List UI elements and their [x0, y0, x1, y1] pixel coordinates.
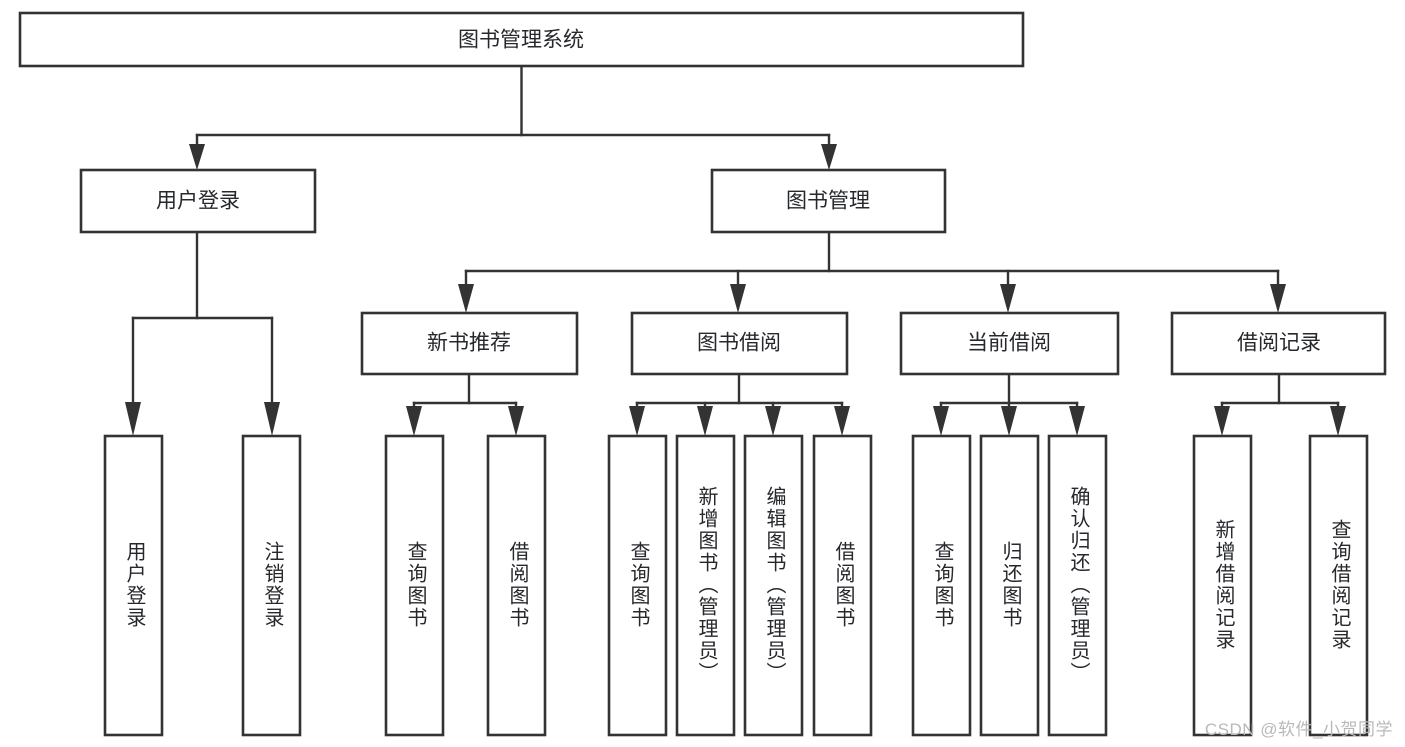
node-leaf-return-book[interactable]: 归还图书: [979, 434, 1040, 737]
node-current-borrow-label: 当前借阅: [967, 332, 1051, 355]
node-leaf-query-book-2-label: 查询图书: [627, 541, 650, 629]
node-leaf-borrow-book-2-label: 借阅图书: [832, 541, 855, 629]
node-leaf-add-book[interactable]: 新增图书（管理员）: [675, 434, 736, 737]
node-leaf-add-book-label: 新增图书（管理员）: [695, 486, 718, 684]
node-root-box[interactable]: [18, 11, 1025, 68]
node-book-borrow-box[interactable]: [630, 311, 849, 376]
arrow-current-borrow: [1000, 284, 1016, 313]
node-leaf-query-book-3[interactable]: 查询图书: [911, 434, 972, 737]
node-leaf-user-login-label: 用户登录: [123, 541, 146, 629]
arrow-leaf-confirm-return: [1069, 406, 1085, 436]
node-leaf-confirm-return-box[interactable]: [1047, 434, 1108, 737]
arrow-leaf-query-book-2: [629, 406, 645, 436]
node-leaf-query-record-label: 查询借阅记录: [1328, 519, 1351, 651]
arrow-user-login: [189, 144, 205, 170]
arrow-leaf-query-book-3: [933, 406, 949, 436]
node-leaf-edit-book[interactable]: 编辑图书（管理员）: [743, 434, 804, 737]
arrow-leaf-borrow-book-2: [834, 406, 850, 436]
arrow-leaf-add-book: [697, 406, 713, 436]
node-new-book-recommend-box[interactable]: [360, 311, 579, 376]
node-root[interactable]: 图书管理系统: [18, 11, 1025, 68]
node-user-login-box[interactable]: [79, 168, 317, 234]
node-root-label: 图书管理系统: [458, 29, 584, 52]
arrow-leaf-query-book-1: [406, 406, 422, 436]
node-leaf-user-logout-box[interactable]: [241, 434, 302, 737]
node-leaf-borrow-book-1-box[interactable]: [486, 434, 547, 737]
node-leaf-confirm-return[interactable]: 确认归还（管理员）: [1047, 434, 1108, 737]
node-leaf-add-book-box[interactable]: [675, 434, 736, 737]
node-book-management[interactable]: 图书管理: [710, 168, 947, 234]
node-leaf-query-book-2-box[interactable]: [607, 434, 668, 737]
arrow-new-book-recommend: [458, 284, 474, 313]
node-leaf-user-login[interactable]: 用户登录: [103, 434, 164, 737]
arrow-borrow-record: [1270, 284, 1286, 313]
arrow-leaf-user-logout: [264, 402, 280, 436]
node-leaf-edit-book-box[interactable]: [743, 434, 804, 737]
node-leaf-user-login-box[interactable]: [103, 434, 164, 737]
node-user-login[interactable]: 用户登录: [79, 168, 317, 234]
arrow-book-borrow: [730, 284, 746, 313]
node-leaf-add-record-label: 新增借阅记录: [1212, 519, 1235, 651]
node-leaf-query-book-3-box[interactable]: [911, 434, 972, 737]
arrow-leaf-borrow-book-1: [508, 406, 524, 436]
node-borrow-record-box[interactable]: [1170, 311, 1387, 376]
node-book-borrow[interactable]: 图书借阅: [630, 311, 849, 376]
arrow-leaf-user-login: [125, 402, 141, 436]
arrow-book-management: [821, 144, 837, 170]
node-leaf-user-logout-label: 注销登录: [261, 541, 284, 629]
connector-layer: [125, 64, 1346, 436]
node-book-management-label: 图书管理: [786, 190, 870, 213]
node-book-borrow-label: 图书借阅: [697, 332, 781, 355]
node-current-borrow-box[interactable]: [899, 311, 1120, 376]
watermark: CSDN @软件_小贺同学: [1204, 720, 1393, 739]
node-leaf-query-book-2[interactable]: 查询图书: [607, 434, 668, 737]
node-leaf-borrow-book-2-box[interactable]: [812, 434, 873, 737]
node-leaf-add-record-box[interactable]: [1192, 434, 1253, 737]
node-borrow-record-label: 借阅记录: [1237, 332, 1321, 355]
arrow-leaf-query-record: [1330, 406, 1346, 436]
node-leaf-confirm-return-label: 确认归还（管理员）: [1067, 486, 1090, 684]
node-leaf-query-book-1-label: 查询图书: [404, 541, 427, 629]
node-new-book-recommend-label: 新书推荐: [427, 332, 511, 355]
node-leaf-edit-book-label: 编辑图书（管理员）: [763, 486, 786, 684]
arrow-leaf-add-record: [1214, 406, 1230, 436]
node-borrow-record[interactable]: 借阅记录: [1170, 311, 1387, 376]
node-current-borrow[interactable]: 当前借阅: [899, 311, 1120, 376]
arrow-leaf-edit-book: [765, 406, 781, 436]
node-leaf-query-record[interactable]: 查询借阅记录: [1308, 434, 1369, 737]
node-leaf-add-record[interactable]: 新增借阅记录: [1192, 434, 1253, 737]
node-user-login-label: 用户登录: [156, 190, 240, 213]
arrow-leaf-return-book: [1001, 406, 1017, 436]
node-leaf-query-record-box[interactable]: [1308, 434, 1369, 737]
node-leaf-user-logout[interactable]: 注销登录: [241, 434, 302, 737]
node-leaf-query-book-1[interactable]: 查询图书: [384, 434, 445, 737]
node-leaf-return-book-box[interactable]: [979, 434, 1040, 737]
node-leaf-borrow-book-2[interactable]: 借阅图书: [812, 434, 873, 737]
node-leaf-borrow-book-1-label: 借阅图书: [506, 541, 529, 629]
node-leaf-return-book-label: 归还图书: [999, 541, 1022, 629]
node-leaf-query-book-1-box[interactable]: [384, 434, 445, 737]
node-new-book-recommend[interactable]: 新书推荐: [360, 311, 579, 376]
node-leaf-borrow-book-1[interactable]: 借阅图书: [486, 434, 547, 737]
node-book-management-box[interactable]: [710, 168, 947, 234]
node-leaf-query-book-3-label: 查询图书: [931, 541, 954, 629]
